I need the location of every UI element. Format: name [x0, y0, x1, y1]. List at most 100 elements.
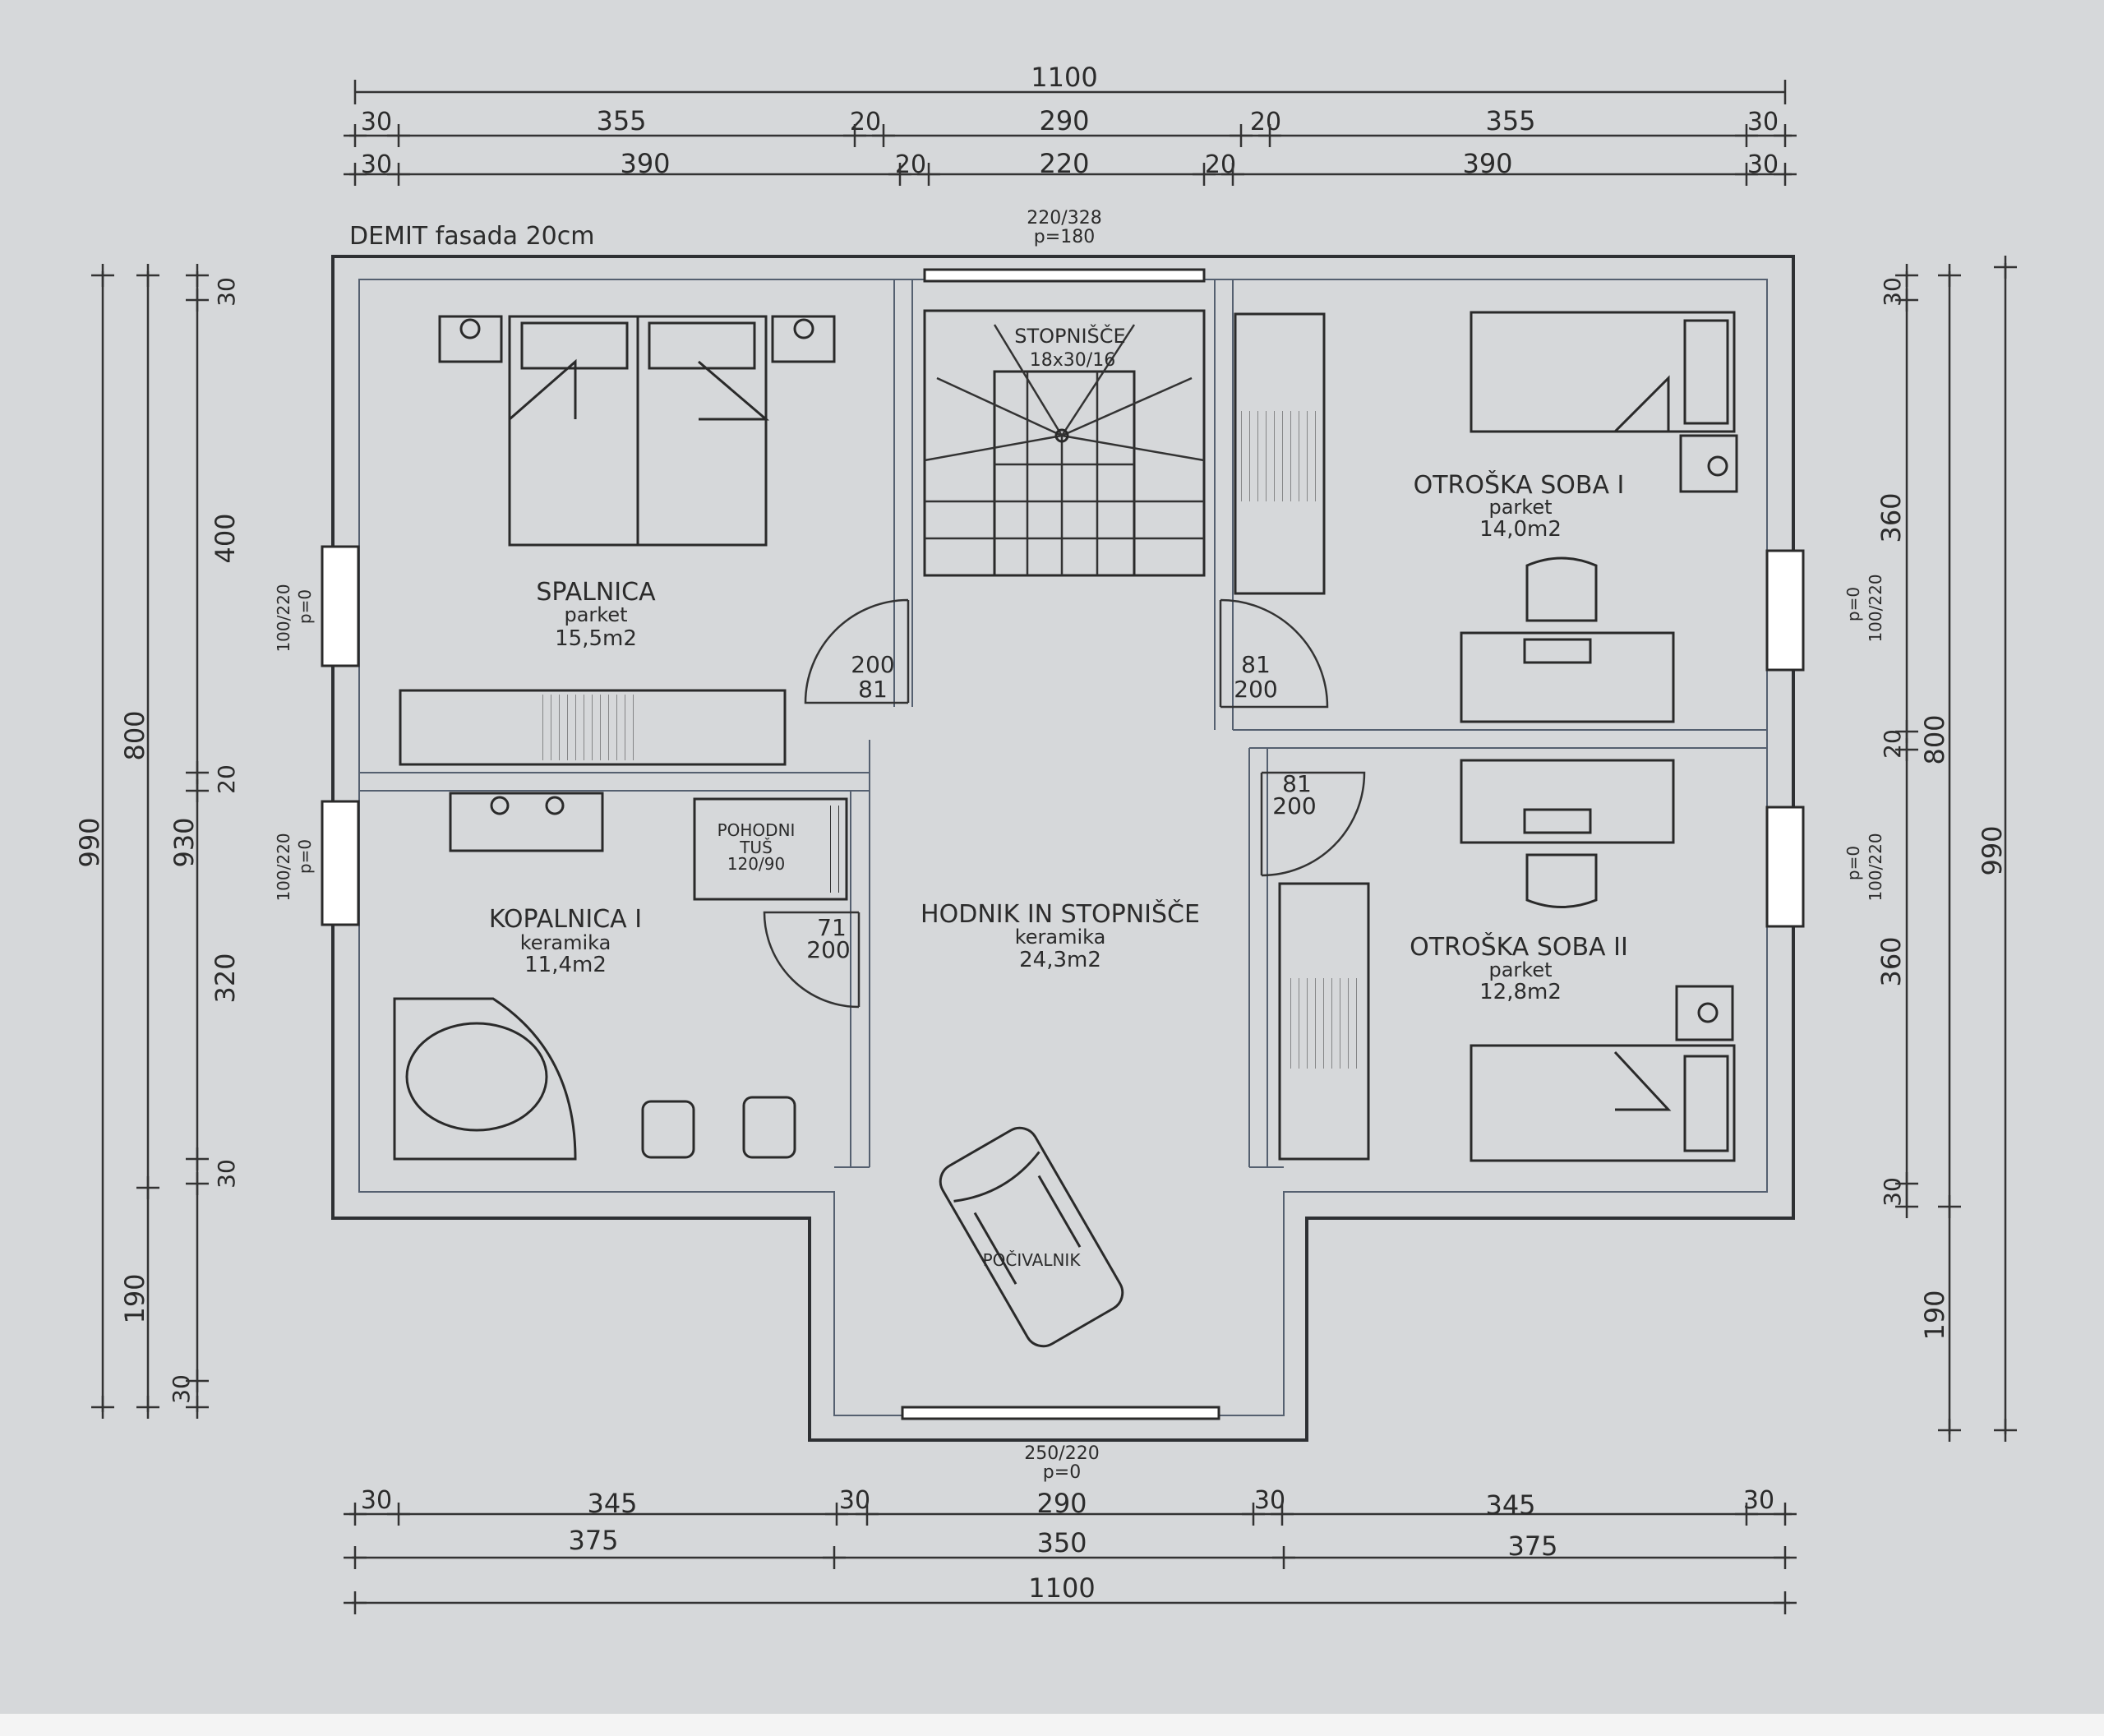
- bidet: [742, 1096, 796, 1159]
- dim-right-total: 990: [1977, 825, 2008, 875]
- lamp-icon: [459, 318, 481, 339]
- right-window-lower: [1765, 806, 1805, 928]
- dim-top1-e: 20: [1250, 108, 1281, 136]
- kopalnica-furniture: POHODNI TUŠ 120/90: [393, 792, 848, 1161]
- desk-kid2: [1460, 759, 1675, 844]
- dim-top1-a: 30: [361, 108, 392, 136]
- dim-top1-d: 290: [1039, 105, 1089, 136]
- dim-top1-f: 355: [1485, 105, 1535, 136]
- stairs: STOPNIŠČE 18x30/16: [923, 309, 1206, 577]
- left-dimensions: 990 800 190 930 30 400 20 320 30 30: [74, 271, 241, 1412]
- toilet: [641, 1100, 695, 1159]
- room-otroska2-area: 12,8m2: [1479, 980, 1562, 1004]
- door-otroska2: [1260, 771, 1366, 877]
- bed-kid1: [1470, 311, 1736, 433]
- bed-kid2: [1470, 1044, 1736, 1162]
- nightstand-kid1: [1679, 434, 1738, 493]
- door-otroska1-a: 81: [1241, 651, 1271, 678]
- left-window-lower: [321, 800, 360, 926]
- stairs-label: STOPNIŠČE: [1014, 323, 1125, 348]
- dim-left-400: 400: [210, 513, 241, 563]
- dim-top1-g: 30: [1747, 108, 1779, 136]
- doors: [763, 598, 1366, 1009]
- stairs-spec: 18x30/16: [1030, 350, 1115, 371]
- room-kopalnica-name: KOPALNICA I: [489, 905, 642, 934]
- corner-bathtub: [393, 997, 577, 1161]
- door-spalnica-a: 200: [851, 651, 894, 678]
- dim-top2-f: 390: [1462, 148, 1512, 179]
- left-window-upper-size: 100/220: [274, 584, 293, 652]
- dim-right-360a: 360: [1876, 492, 1907, 542]
- door-otroska2-a: 81: [1282, 770, 1312, 797]
- dim-left-930: 930: [168, 817, 200, 867]
- shower: [693, 797, 848, 901]
- dim-bot-total: 1100: [1028, 1572, 1095, 1604]
- room-kopalnica-area: 11,4m2: [524, 953, 607, 977]
- dim-left-190: 190: [119, 1273, 150, 1323]
- openings: [321, 268, 1805, 1420]
- dim-bot2-a: 375: [568, 1525, 618, 1556]
- dim-right-190: 190: [1919, 1290, 1950, 1340]
- top-door-opening: [923, 268, 1206, 283]
- room-kopalnica-floor: keramika: [520, 931, 611, 954]
- room-labels: SPALNICA parket 15,5m2 KOPALNICA I keram…: [489, 469, 1628, 1004]
- door-kopalnica-b: 200: [806, 936, 850, 963]
- wardrobe-kid1: [1234, 312, 1326, 595]
- room-otroska2-floor: parket: [1488, 958, 1552, 981]
- dim-top1-b: 355: [596, 105, 646, 136]
- wardrobe-kid2: [1278, 882, 1370, 1161]
- room-otroska1-area: 14,0m2: [1479, 517, 1562, 542]
- dim-bot1-c: 30: [839, 1486, 870, 1515]
- dim-right-30b: 30: [1879, 1177, 1906, 1207]
- door-spalnica-b: 81: [858, 676, 888, 703]
- dim-bot1-f: 345: [1485, 1489, 1535, 1521]
- left-window-upper-p: p=0: [295, 589, 315, 624]
- sink-counter: [449, 792, 604, 852]
- top-door-size: 220/328: [1027, 208, 1101, 229]
- dim-top2-b: 390: [620, 148, 670, 179]
- shower-line1: POHODNI: [717, 820, 796, 840]
- paper-edge: [0, 1714, 2104, 1736]
- dim-top2-d: 220: [1039, 148, 1089, 179]
- room-otroska1-floor: parket: [1488, 496, 1552, 519]
- dim-bot2-c: 375: [1507, 1531, 1557, 1562]
- top-door-p: p=180: [1034, 227, 1095, 247]
- top-total-dim: 1100: [1031, 62, 1097, 93]
- room-hodnik-floor: keramika: [1015, 926, 1106, 949]
- dim-bot1-g: 30: [1743, 1486, 1774, 1515]
- dim-right-800: 800: [1919, 714, 1950, 764]
- room-spalnica-floor: parket: [564, 603, 627, 626]
- dim-bot1-b: 345: [587, 1488, 637, 1519]
- chair-kid2: [1525, 853, 1598, 908]
- bottom-door-opening: [901, 1406, 1220, 1420]
- dim-bot1-e: 30: [1254, 1486, 1285, 1515]
- right-window-upper: [1765, 549, 1805, 672]
- door-otroska2-b: 200: [1272, 792, 1316, 820]
- dim-left-30b: 30: [213, 1159, 240, 1189]
- spalnica-furniture: [399, 315, 836, 766]
- dim-left-20: 20: [213, 764, 240, 794]
- dim-right-360b: 360: [1876, 936, 1907, 986]
- dim-bot1-d: 290: [1036, 1488, 1087, 1519]
- lamp-icon: [793, 318, 814, 339]
- facade-note: DEMIT fasada 20cm: [349, 222, 594, 251]
- dim-bot2-b: 350: [1036, 1527, 1087, 1558]
- bottom-dimensions: 30 345 30 290 30 345 30 375 350 375 1100: [349, 1486, 1792, 1604]
- right-window-upper-size: 100/220: [1866, 574, 1885, 642]
- otroska2-furniture: [1278, 759, 1736, 1162]
- nightstand-left: [438, 315, 503, 363]
- right-window-lower-size: 100/220: [1866, 833, 1885, 901]
- dim-right-30a: 30: [1879, 277, 1906, 307]
- door-otroska1: [1219, 598, 1329, 709]
- room-spalnica-area: 15,5m2: [555, 626, 637, 651]
- dim-left-30a: 30: [213, 277, 240, 307]
- shower-line2: TUŠ: [739, 838, 773, 857]
- room-hodnik-area: 24,3m2: [1019, 948, 1101, 972]
- dim-left-800: 800: [119, 710, 150, 760]
- dimension-ticks: [91, 124, 2017, 1614]
- dim-right-20: 20: [1879, 729, 1906, 759]
- left-window-upper: [321, 545, 360, 667]
- door-kopalnica-a: 71: [817, 914, 847, 941]
- dim-left-320: 320: [210, 953, 241, 1003]
- nightstand-right: [771, 315, 836, 363]
